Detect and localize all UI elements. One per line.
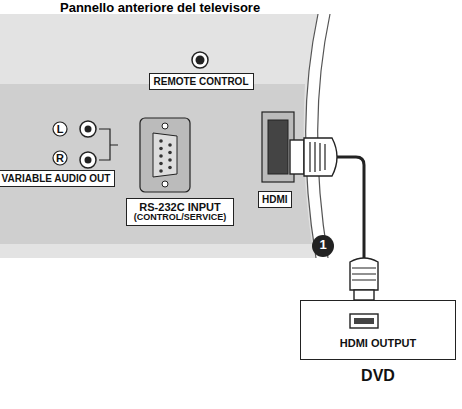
- port-label: HDMI: [258, 191, 292, 208]
- remote-jack: [192, 52, 208, 68]
- port-label: RS-232C INPUT: [130, 201, 230, 213]
- rs232-shell: [140, 118, 190, 192]
- hdmi-plug-body: [304, 138, 337, 176]
- channel-letter: L: [53, 122, 67, 136]
- callout-circle: [312, 235, 334, 257]
- callout-number: 1: [315, 238, 331, 252]
- port-label: VARIABLE AUDIO OUT: [1, 173, 112, 184]
- channel-ring: [53, 151, 67, 165]
- hdmi-plug-body: [350, 258, 378, 290]
- rs232-pins: [159, 139, 172, 173]
- hdmi-socket: [268, 120, 288, 174]
- port-label: REMOTE CONTROL: [153, 76, 250, 87]
- rca-jack-hole: [85, 126, 92, 133]
- rca-jack-hole: [85, 157, 92, 164]
- hdmi-port-node: HDMI: [254, 108, 300, 208]
- bracket: [99, 129, 118, 160]
- plug-grip: [352, 268, 376, 280]
- hdmi-output-port: [349, 313, 379, 329]
- panel-band: [0, 84, 312, 244]
- device-name: DVD: [301, 367, 455, 385]
- port-label-box: RS-232C INPUT(CONTROL/SERVICE): [126, 198, 234, 226]
- port-label-box: VARIABLE AUDIO OUT: [0, 170, 115, 187]
- hdmi-plug: [290, 140, 304, 174]
- panel-edge: [306, 14, 318, 258]
- rca-jack: [80, 121, 96, 137]
- channel-ring: [53, 122, 67, 136]
- hdmi-port: [262, 112, 294, 182]
- device-box: HDMI OUTPUTDVD: [300, 300, 456, 360]
- screw: [162, 123, 168, 129]
- panel-ground: [0, 14, 318, 258]
- hdmi-plug: [354, 290, 374, 300]
- remote-jack-hole: [196, 56, 205, 65]
- panel-edge: [318, 14, 330, 258]
- rs232-face: [153, 133, 177, 177]
- plug-grip: [310, 142, 325, 172]
- port-label: (CONTROL/SERVICE): [130, 213, 230, 223]
- rca-jack: [80, 152, 96, 168]
- screw: [162, 181, 168, 187]
- channel-letter: R: [53, 151, 67, 165]
- port-label: HDMI OUTPUT: [301, 337, 455, 349]
- panel-title: Pannello anteriore del televisore: [60, 0, 260, 15]
- port-label-box: REMOTE CONTROL: [149, 73, 254, 90]
